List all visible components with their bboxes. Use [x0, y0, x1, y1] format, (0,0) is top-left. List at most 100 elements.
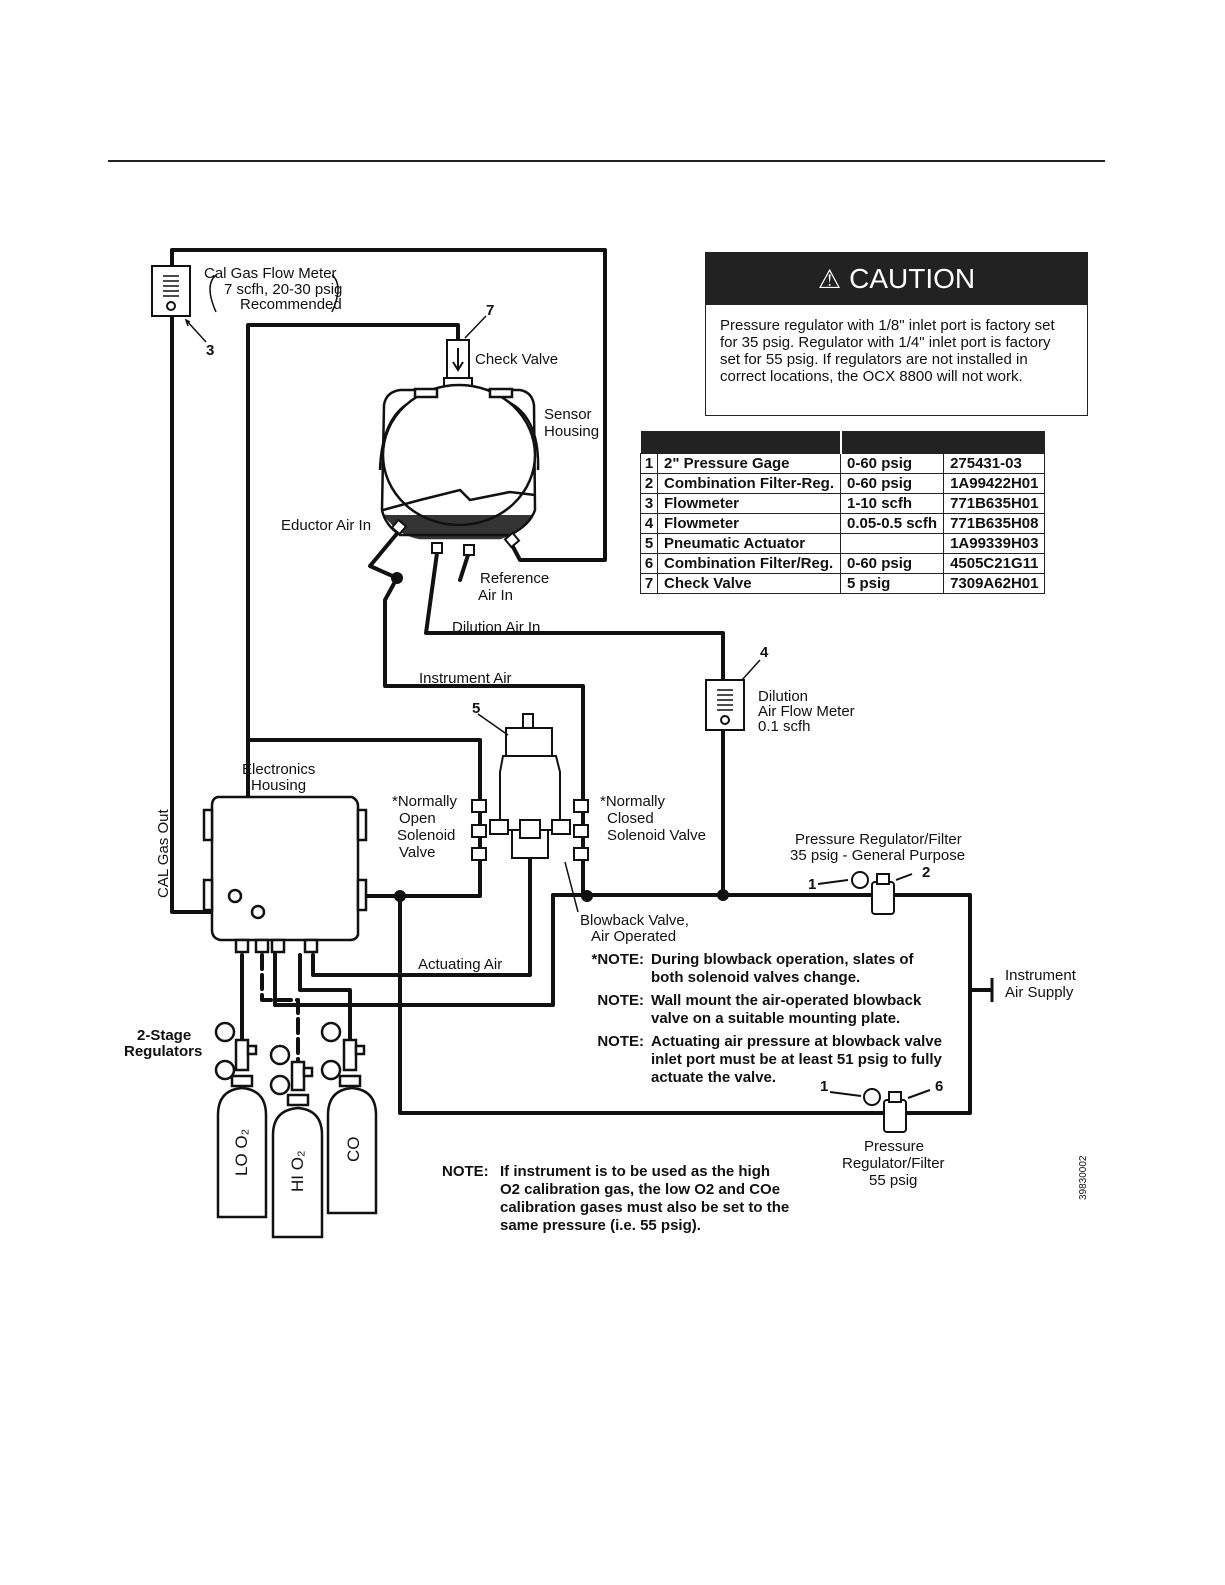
prf-35-label-1: Pressure Regulator/Filter	[795, 831, 962, 848]
two-stage-label-2: Regulators	[124, 1043, 203, 1060]
bottom-note-key: NOTE:	[442, 1163, 489, 1180]
parts-cell-part: 1A99422H01	[943, 473, 1046, 494]
callout-2: 2	[922, 864, 931, 881]
note-item: NOTE: Actuating air pressure at blowback …	[586, 1033, 942, 1087]
parts-cell-name: 2" Pressure Gage	[657, 453, 841, 474]
instrument-air-supply-label-1: Instrument	[1005, 967, 1076, 984]
prf-55-label-3: 55 psig	[869, 1172, 918, 1189]
parts-cell-range: 0-60 psig	[839, 553, 945, 574]
parts-cell-no: 7	[640, 573, 658, 594]
bottom-note-text: If instrument is to be used as the high …	[500, 1163, 790, 1234]
cal-gas-flow-meter	[151, 265, 191, 317]
note-key: NOTE:	[597, 1033, 644, 1050]
caution-title: CAUTION	[849, 263, 976, 294]
electronics-housing-label: Housing	[251, 777, 307, 794]
dilution-flow-meter	[705, 679, 745, 731]
gas-cylinders	[214, 1021, 378, 1239]
blowback-label-2: Air Operated	[591, 928, 677, 945]
normally-open-label-3: Solenoid	[397, 827, 456, 844]
parts-cell-part: 771B635H01	[943, 493, 1046, 514]
callout-7: 7	[486, 302, 495, 319]
parts-table-header	[640, 431, 1045, 454]
note-text: Actuating air pressure at blowback valve…	[651, 1033, 942, 1086]
blowback-connect-line	[273, 893, 555, 1007]
parts-cell-name: Combination Filter/Reg.	[657, 553, 841, 574]
hi-o2-line	[260, 953, 300, 1064]
reference-label: Reference	[480, 570, 550, 587]
callout-1b: 1	[820, 1078, 829, 1095]
caution-text: Pressure regulator with 1/8" inlet port …	[720, 317, 1055, 385]
instrument-air-line	[383, 576, 585, 897]
parts-cell-name: Combination Filter-Reg.	[657, 473, 841, 494]
note-key: *NOTE:	[591, 951, 645, 968]
instrument-air-label: Instrument Air	[419, 670, 512, 687]
parts-cell-no: 5	[640, 533, 658, 554]
co-line	[298, 953, 352, 1042]
normally-open-label-4: Valve	[399, 844, 436, 861]
air-flow-meter-label: Air Flow Meter	[758, 703, 855, 720]
co-label: CO	[344, 1136, 363, 1163]
note-text: Wall mount the air-operated blowback val…	[651, 992, 922, 1027]
normally-closed-label-1: *Normally	[600, 793, 666, 810]
hi-o2-label: HI O₂	[288, 1150, 307, 1192]
cal-gas-flow-spec: 7 scfh, 20-30 psig	[224, 281, 343, 298]
dilution-label: Dilution	[758, 688, 809, 705]
check-valve-label: Check Valve	[475, 351, 559, 368]
header-rule	[108, 160, 1105, 162]
actuating-air-line	[311, 858, 532, 977]
bottom-note: NOTE: If instrument is to be used as the…	[442, 1163, 789, 1235]
prf-55-label-2: Regulator/Filter	[842, 1155, 945, 1172]
pneumatic-actuator	[471, 713, 589, 861]
cal-gas-out-line	[170, 248, 607, 914]
callout-3: 3	[206, 342, 215, 359]
pressure-regulator-35	[817, 871, 913, 915]
normally-open-label-2: Open	[399, 810, 436, 827]
parts-cell-name: Flowmeter	[657, 493, 841, 514]
lo-o2-label: LO O₂	[232, 1128, 251, 1176]
electronics-housing	[202, 795, 368, 954]
normally-closed-label-2: Closed	[607, 810, 654, 827]
normally-closed-label-3: Solenoid Valve	[607, 827, 706, 844]
note-item: *NOTE: During blowback operation, slates …	[586, 951, 942, 987]
note-text: During blowback operation, slates of bot…	[651, 951, 914, 986]
sensor-label: Sensor	[544, 406, 592, 423]
parts-cell-part: 771B635H08	[943, 513, 1046, 534]
sensor-housing	[378, 383, 540, 540]
callout-4: 4	[760, 644, 769, 661]
reference-air-in-label: Air In	[478, 587, 514, 604]
parts-cell-name: Check Valve	[657, 573, 841, 594]
electronics-label: Electronics	[242, 761, 316, 778]
flow-value-label: 0.1 scfh	[758, 718, 811, 735]
dilution-air-line	[424, 551, 725, 682]
parts-cell-no: 4	[640, 513, 658, 534]
pressure-regulator-55	[829, 1088, 931, 1133]
parts-cell-name: Pneumatic Actuator	[657, 533, 841, 554]
parts-cell-range: 1-10 scfh	[839, 493, 945, 514]
cal-gas-flow-meter-label: Cal Gas Flow Meter	[204, 265, 337, 282]
prf-35-label-2: 35 psig - General Purpose	[790, 847, 966, 864]
check-valve	[443, 339, 473, 389]
parts-cell-part: 7309A62H01	[943, 573, 1046, 594]
parts-cell-part: 1A99339H03	[943, 533, 1046, 554]
parts-cell-name: Flowmeter	[657, 513, 841, 534]
callout-6: 6	[935, 1078, 944, 1095]
cal-gas-to-check-valve-line	[246, 323, 460, 902]
instrument-air-supply-label-2: Air Supply	[1005, 984, 1074, 1001]
note-key: NOTE:	[597, 992, 644, 1009]
caution-header: ⚠ CAUTION	[706, 253, 1087, 305]
parts-cell-no: 2	[640, 473, 658, 494]
parts-cell-range: 0-60 psig	[839, 453, 945, 474]
eductor-air-in-label: Eductor Air In	[281, 517, 372, 534]
blowback-label-1: Blowback Valve,	[580, 912, 689, 929]
cal-gas-out-label: CAL Gas Out	[155, 809, 172, 898]
sensor-housing-label: Housing	[544, 423, 600, 440]
actuating-air-label: Actuating Air	[418, 956, 503, 973]
parts-cell-range: 5 psig	[839, 573, 945, 594]
callout-1a: 1	[808, 876, 817, 893]
parts-cell-range: 0-60 psig	[839, 473, 945, 494]
